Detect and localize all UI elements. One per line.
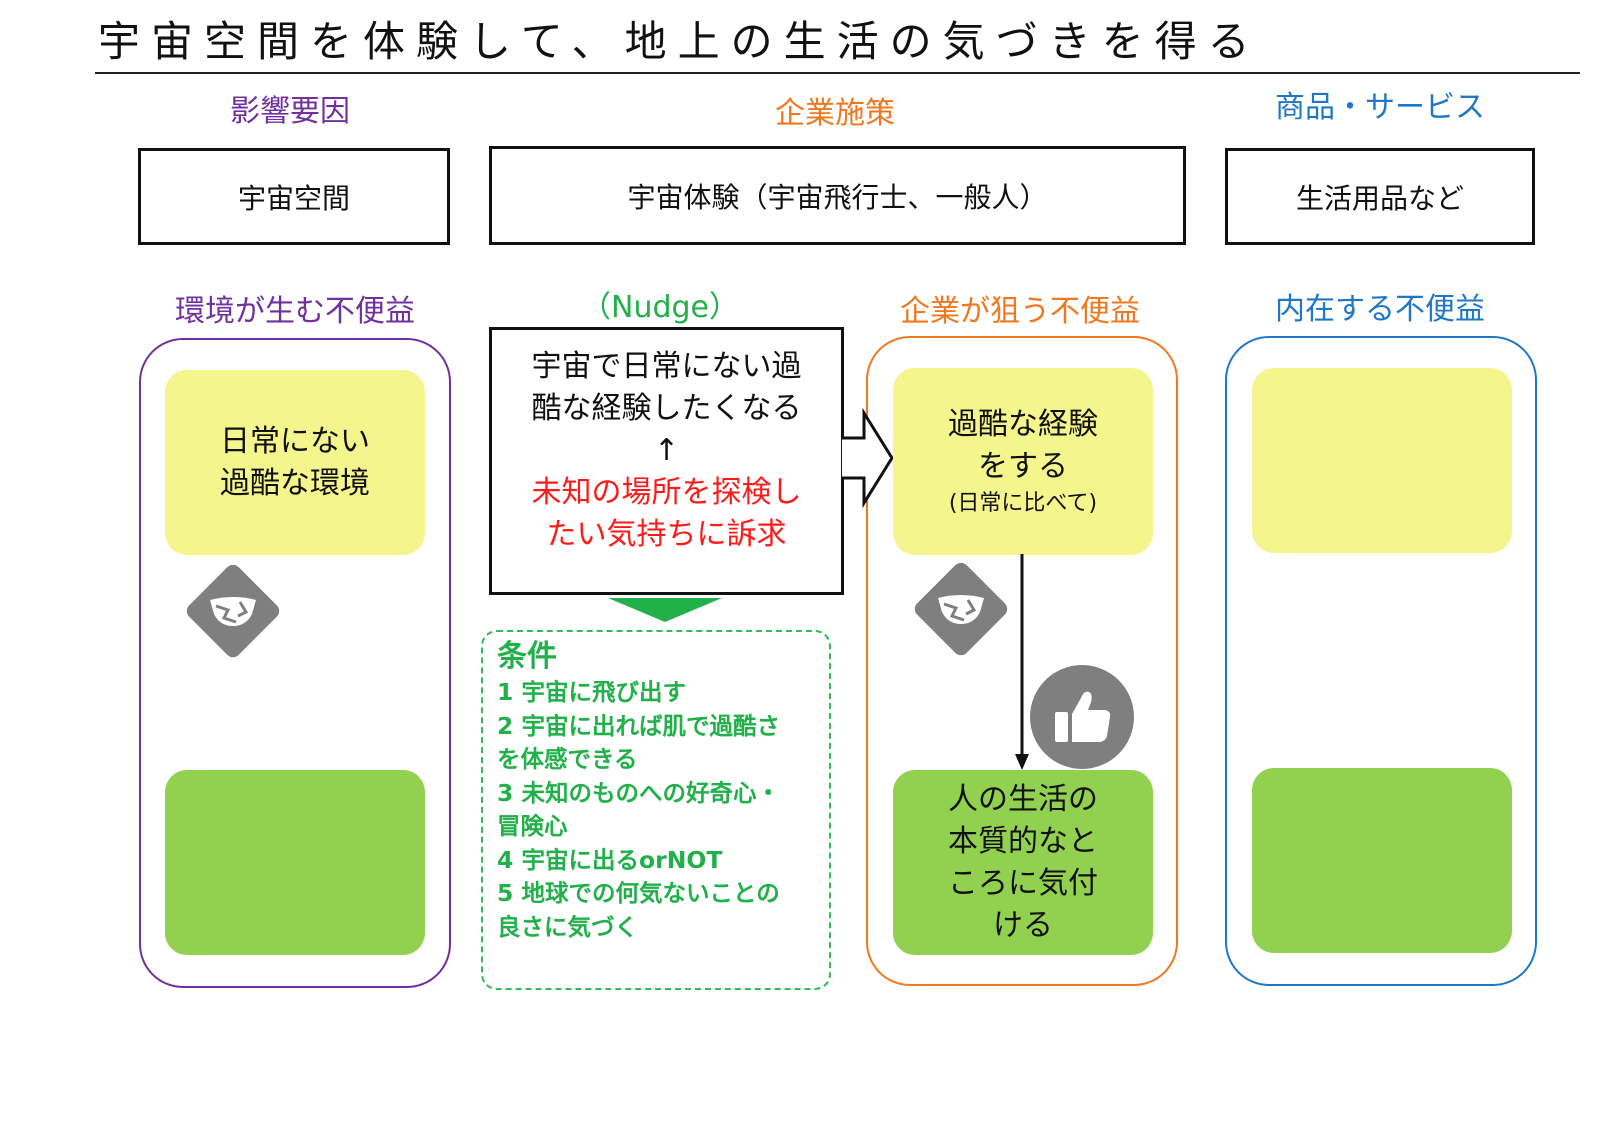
label-inherent-benefit: 内在する不便益 [1275, 292, 1485, 327]
nudge-line: 宇宙で日常にない過 [531, 349, 802, 384]
thumbs-up-icon [1029, 664, 1135, 770]
header-factor: 影響要因 [230, 94, 350, 129]
box-space: 宇宙空間 [138, 148, 450, 245]
label-nudge: （Nudge） [581, 290, 739, 325]
cell-line: 過酷な環境 [220, 465, 370, 501]
nudge-line: 酷な経験したくなる [531, 391, 802, 426]
nudge-up-arrow: ↑ [653, 433, 680, 468]
down-triangle-icon [608, 598, 722, 622]
condition-line: 冒険心 [497, 812, 568, 840]
label-target-benefit: 企業が狙う不便益 [900, 294, 1140, 329]
nudge-box: 宇宙で日常にない過 酷な経験したくなる ↑ 未知の場所を探検し たい気持ちに訴求 [489, 327, 844, 595]
box-daily-goods: 生活用品など [1225, 148, 1535, 245]
box-space-experience: 宇宙体験（宇宙飛行士、一般人） [489, 146, 1186, 245]
broken-bowl-icon [904, 552, 1018, 666]
condition-line: を体感できる [497, 745, 638, 773]
conditions-title: 条件 [497, 639, 557, 674]
cell-line: ける [993, 907, 1053, 943]
label-environment-benefit: 環境が生む不便益 [175, 294, 415, 329]
nudge-red-line: たい気持ちに訴求 [546, 517, 787, 552]
cell-empty-yellow [1252, 368, 1512, 553]
down-arrow [1015, 554, 1029, 770]
cell-line: をする [978, 448, 1068, 484]
cell-line: 日常にない [220, 423, 370, 459]
cell-harsh-environment: 日常にない 過酷な環境 [165, 370, 425, 555]
cell-empty-green [165, 770, 425, 955]
condition-line: 4 宇宙に出るorNOT [497, 845, 723, 874]
cell-line: 過酷な経験 [948, 406, 1098, 442]
cell-line: ころに気付 [948, 865, 1098, 901]
nudge-red-line: 未知の場所を探検し [531, 475, 802, 510]
header-product: 商品・サービス [1275, 90, 1485, 125]
header-measure: 企業施策 [775, 96, 895, 131]
cell-realization: 人の生活の 本質的なと ころに気付 ける [893, 770, 1153, 955]
condition-line: 1 宇宙に飛び出す [497, 678, 687, 706]
title-underline [95, 72, 1580, 74]
cell-empty-green [1252, 768, 1512, 953]
conditions-box: 条件 1 宇宙に飛び出す 2 宇宙に出れば肌で過酷さ を体感できる 3 未知のも… [481, 630, 831, 990]
cell-note: (日常に比べて) [948, 490, 1098, 516]
condition-line: 5 地球での何気ないことの [497, 879, 780, 907]
condition-line: 2 宇宙に出れば肌で過酷さ [497, 711, 781, 740]
cell-line: 人の生活の [948, 781, 1098, 817]
condition-line: 良さに気づく [497, 912, 638, 941]
cell-line: 本質的なと [948, 823, 1098, 859]
condition-line: 3 未知のものへの好奇心・ [497, 778, 781, 807]
right-arrow-connector [842, 408, 894, 508]
cell-harsh-experience: 過酷な経験 をする (日常に比べて) [893, 368, 1153, 555]
page-title: 宇宙空間を体験して、地上の生活の気づきを得る [98, 17, 1261, 66]
broken-bowl-icon [176, 554, 290, 668]
